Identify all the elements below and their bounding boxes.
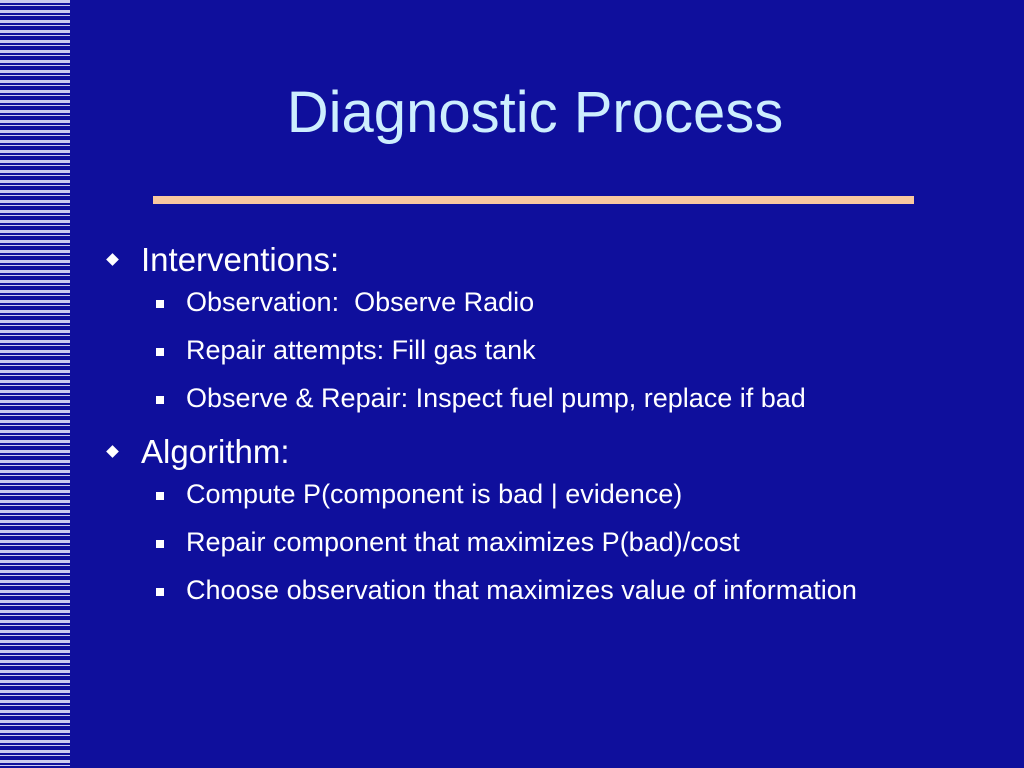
list-item: Repair attempts: Fill gas tank bbox=[104, 334, 1004, 367]
title-underline-rule bbox=[153, 196, 914, 204]
square-bullet-icon bbox=[156, 492, 164, 500]
list-item-text: Repair attempts: Fill gas tank bbox=[186, 335, 536, 365]
square-bullet-icon bbox=[156, 540, 164, 548]
slide-title: Diagnostic Process bbox=[286, 80, 784, 145]
algorithm-list: Compute P(component is bad | evidence) R… bbox=[104, 478, 1004, 607]
list-item: Observation: Observe Radio bbox=[104, 286, 1004, 319]
square-bullet-icon bbox=[156, 300, 164, 308]
list-item: Compute P(component is bad | evidence) bbox=[104, 478, 1004, 511]
square-bullet-icon bbox=[156, 396, 164, 404]
square-bullet-icon bbox=[156, 348, 164, 356]
diamond-bullet-icon bbox=[106, 445, 119, 458]
slide-content: Interventions: Observation: Observe Radi… bbox=[104, 238, 1004, 622]
list-item: Observe & Repair: Inspect fuel pump, rep… bbox=[104, 382, 1004, 415]
square-bullet-icon bbox=[156, 588, 164, 596]
list-item-text: Choose observation that maximizes value … bbox=[186, 575, 857, 605]
list-item-text: Observation: Observe Radio bbox=[186, 287, 535, 317]
list-item-text: Repair component that maximizes P(bad)/c… bbox=[186, 527, 740, 557]
decorative-stripe-bar bbox=[0, 0, 74, 768]
list-item: Repair component that maximizes P(bad)/c… bbox=[104, 526, 1004, 559]
section-heading-interventions: Interventions: bbox=[104, 238, 1004, 282]
section-heading-text: Algorithm: bbox=[141, 433, 290, 470]
section-heading-text: Interventions: bbox=[141, 241, 340, 278]
diamond-bullet-icon bbox=[106, 253, 119, 266]
list-item-text: Compute P(component is bad | evidence) bbox=[186, 479, 683, 509]
interventions-list: Observation: Observe Radio Repair attemp… bbox=[104, 286, 1004, 415]
list-item: Choose observation that maximizes value … bbox=[104, 574, 926, 607]
list-item-text: Observe & Repair: Inspect fuel pump, rep… bbox=[186, 383, 806, 413]
section-heading-algorithm: Algorithm: bbox=[104, 430, 1004, 474]
